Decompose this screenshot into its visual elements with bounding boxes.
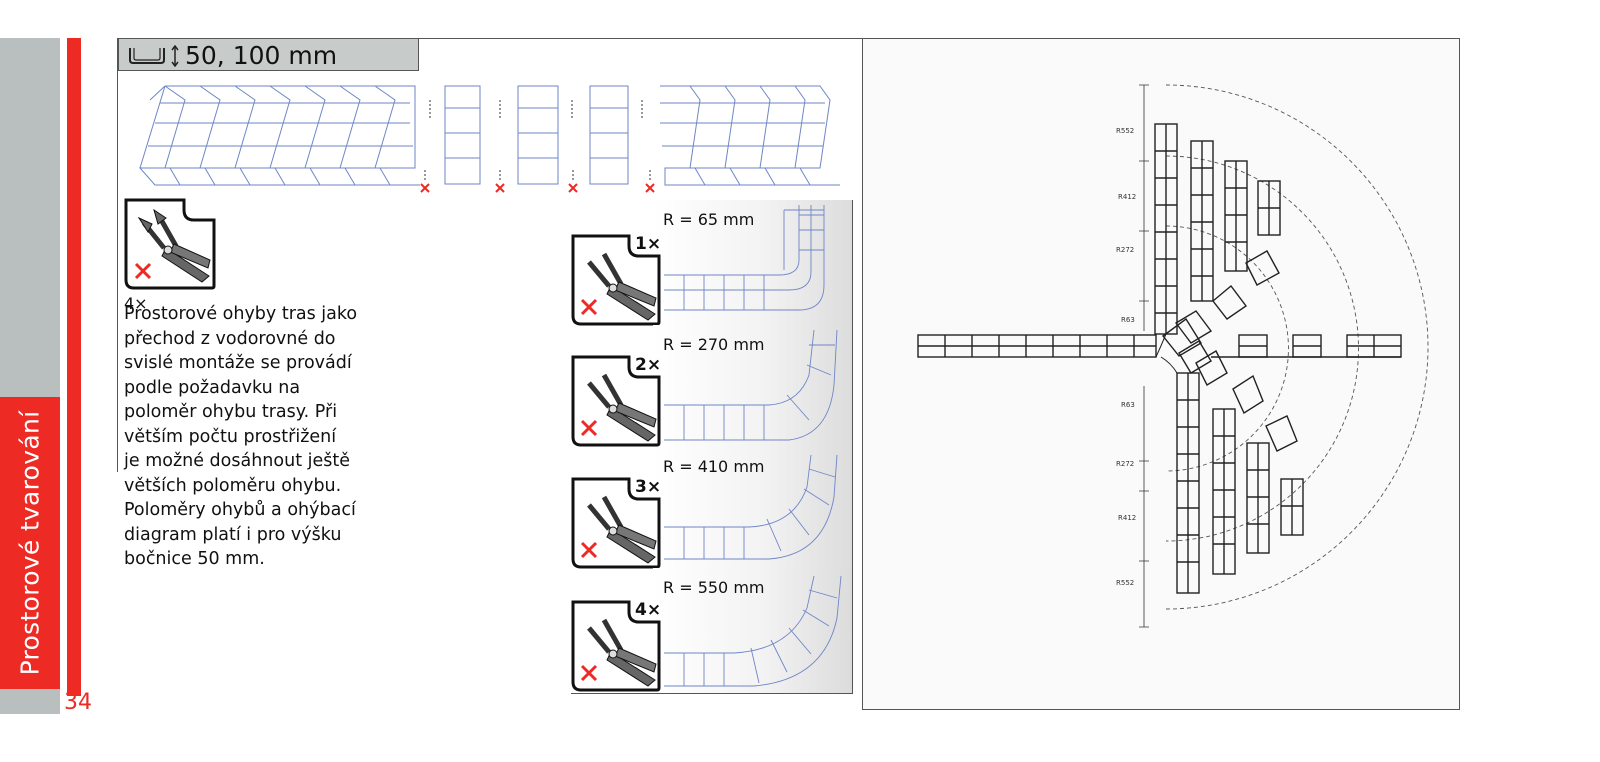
bend-illustration [664, 205, 825, 311]
description-line: svislé montáže se provádí [124, 353, 352, 373]
radius-dim-label: R412 [1118, 514, 1136, 522]
bend-panel-background [653, 200, 853, 325]
bolt-cutter-icon [571, 477, 661, 569]
bolt-cutter-icon [571, 600, 661, 692]
frame-line-top [419, 38, 862, 39]
bend-illustration [664, 454, 838, 560]
sidebar-red-band [67, 38, 81, 696]
description-line: poloměr ohybu trasy. Při [124, 402, 338, 422]
radius-dim-label: R63 [1121, 401, 1135, 409]
bolt-cutter-icon [124, 198, 216, 290]
description-line: větších poloměru ohybu. [124, 475, 342, 496]
description-line: Poloměry ohybů a ohýbací [124, 500, 356, 520]
panel-frame-right [852, 200, 853, 694]
description-line: přechod z vodorovné do [124, 328, 336, 349]
section-tab [0, 397, 60, 689]
tray-cut-illustration [138, 85, 840, 193]
bend-illustration [664, 575, 842, 687]
bend-panel-r65: R = 65 mm 1× [571, 200, 853, 326]
bend-radius-label: R = 270 mm [663, 335, 765, 354]
bend-panel-background [653, 447, 853, 568]
bend-illustration [664, 329, 838, 441]
description-line: diagram platí i pro výšku [124, 524, 342, 545]
bend-panel-r410: R = 410 mm 3× [571, 447, 853, 569]
radius-dim-label: R272 [1116, 246, 1134, 254]
bend-cut-count: 4× [635, 600, 662, 620]
bolt-cutter-icon [571, 355, 661, 447]
description-line: bočnice 50 mm. [124, 549, 265, 569]
bend-panel-background [653, 568, 852, 693]
description-line: podle požadavku na [124, 377, 301, 398]
bolt-cutter-icon [571, 234, 661, 326]
cut-count-top: 4× [124, 294, 148, 313]
description-text: Prostorové ohyby tras jako přechod z vod… [124, 302, 374, 572]
frame-line-left [117, 38, 118, 472]
bend-radius-label: R = 550 mm [663, 578, 765, 597]
radius-dim-label: R412 [1118, 193, 1136, 201]
bend-cut-count: 3× [635, 477, 662, 497]
radius-dim-label: R63 [1121, 316, 1135, 324]
bend-cut-count: 1× [635, 234, 662, 254]
description-line: Prostorové ohyby tras jako [124, 304, 358, 324]
bending-diagram: R552 R412 R272 R63 R63 R272 R412 R552 [862, 38, 1460, 710]
cutter-badge-top: 4× [124, 198, 216, 313]
bending-diagram-drawing: R552 R412 R272 R63 R63 R272 R412 R552 [917, 84, 1429, 628]
header-title-box: 50, 100 mm [118, 38, 419, 71]
bend-cut-count: 2× [635, 355, 662, 375]
tray-profile-icon [129, 45, 179, 67]
radius-dim-label: R552 [1116, 127, 1134, 135]
page-number: 34 [64, 690, 92, 715]
bend-radius-label: R = 65 mm [663, 210, 755, 229]
description-line: je možné dosáhnout ještě [124, 451, 350, 471]
header-title: 50, 100 mm [185, 41, 338, 70]
radius-dim-label: R552 [1116, 579, 1134, 587]
bend-radius-label: R = 410 mm [663, 457, 765, 476]
bend-panel-r270: R = 270 mm 2× [571, 325, 853, 447]
bend-panel-r550: R = 550 mm 4× [571, 568, 853, 694]
description-line: větším počtu prostřižení [124, 426, 337, 447]
radius-dim-label: R272 [1116, 460, 1134, 468]
section-title: Prostorové tvarování [15, 410, 45, 676]
